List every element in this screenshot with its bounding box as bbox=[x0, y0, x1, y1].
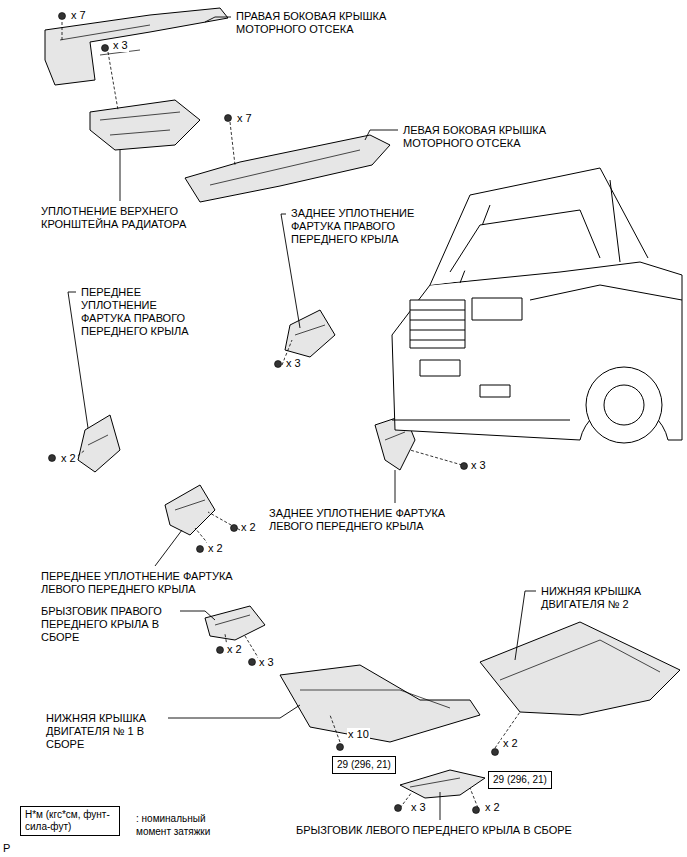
vehicle-grille bbox=[410, 300, 465, 348]
quantity-label: P bbox=[2, 842, 11, 855]
bolt-symbol bbox=[461, 463, 468, 470]
right-fender-splash-shield bbox=[205, 606, 265, 640]
part-label: НИЖНЯЯ КРЫШКА ДВИГАТЕЛЯ № 2 bbox=[540, 585, 650, 611]
quantity-label: x 2 bbox=[226, 643, 243, 656]
bolt-symbol bbox=[249, 659, 256, 666]
quantity-label: x 3 bbox=[410, 801, 427, 814]
quantity-label: x 2 bbox=[502, 737, 519, 750]
torque-box: 29 (296, 21) bbox=[488, 771, 552, 789]
quantity-label: x 3 bbox=[285, 357, 302, 370]
vehicle-headlight bbox=[472, 298, 522, 320]
vehicle-fender-line bbox=[392, 285, 682, 420]
legend-sample-box: Н*м (кгс*см, фунт-сила-фут) bbox=[20, 806, 120, 836]
vehicle-plate bbox=[420, 360, 460, 376]
bolt-symbol bbox=[49, 455, 56, 462]
bolt-symbol bbox=[492, 749, 499, 756]
part-label: ПЕРЕДНЕЕ УПЛОТНЕНИЕ ФАРТУКА ЛЕВОГО ПЕРЕД… bbox=[40, 570, 250, 596]
quantity-label: x 3 bbox=[258, 656, 275, 669]
leader-line bbox=[515, 591, 536, 660]
bolt-symbol bbox=[337, 744, 344, 751]
bolt-symbol bbox=[197, 546, 204, 553]
part-label: УПЛОТНЕНИЕ ВЕРХНЕГО КРОНШТЕЙНА РАДИАТОРА bbox=[40, 205, 200, 231]
left-side-cover bbox=[185, 135, 390, 202]
bolt-symbol bbox=[473, 807, 480, 814]
leader-line bbox=[155, 530, 182, 566]
bolt-symbol bbox=[225, 115, 232, 122]
vehicle-hood bbox=[430, 168, 648, 285]
torque-box: 29 (296, 21) bbox=[332, 756, 396, 774]
left-front-apron-seal bbox=[165, 485, 215, 535]
quantity-label: x 7 bbox=[70, 9, 87, 22]
quantity-label: x 2 bbox=[60, 452, 77, 465]
part-label: БРЫЗГОВИК ЛЕВОГО ПЕРЕДНЕГО КРЫЛА В СБОРЕ bbox=[295, 824, 675, 837]
legend-text: : номинальный момент затяжки bbox=[136, 813, 210, 837]
quantity-label: x 2 bbox=[484, 801, 501, 814]
leader-line bbox=[365, 130, 398, 140]
part-label: ЗАДНЕЕ УПЛОТНЕНИЕ ФАРТУКА ЛЕВОГО ПЕРЕДНЕ… bbox=[268, 507, 463, 533]
bolt-symbol bbox=[59, 13, 66, 20]
leader-line bbox=[205, 17, 231, 22]
leader-line bbox=[168, 705, 300, 718]
bolt-symbol bbox=[395, 805, 402, 812]
quantity-label: x 3 bbox=[470, 459, 487, 472]
leader-line bbox=[440, 792, 441, 820]
right-front-apron-seal bbox=[78, 415, 120, 472]
bolt-symbol bbox=[217, 647, 224, 654]
torque-value: 29 (296, 21) bbox=[493, 774, 547, 786]
right-rear-apron-seal bbox=[285, 310, 335, 357]
torque-value: 29 (296, 21) bbox=[337, 759, 391, 771]
engine-under-cover-2 bbox=[480, 622, 680, 715]
part-label: НИЖНЯЯ КРЫШКА ДВИГАТЕЛЯ № 1 В СБОРЕ bbox=[45, 712, 160, 751]
unit-text: Н*м (кгс*см, фунт-сила-фут) bbox=[25, 809, 115, 833]
part-label: ЛЕВАЯ БОКОВАЯ КРЫШКА МОТОРНОГО ОТСЕКА bbox=[402, 124, 567, 150]
part-label: ПЕРЕДНЕЕ УПЛОТНЕНИЕ ФАРТУКА ПРАВОГО ПЕРЕ… bbox=[80, 286, 198, 338]
vehicle-grille-bars bbox=[410, 310, 465, 340]
part-label: БРЫЗГОВИК ПРАВОГО ПЕРЕДНЕГО КРЫЛА В СБОР… bbox=[40, 605, 175, 644]
bolt-symbol bbox=[275, 361, 282, 368]
bolt-symbol bbox=[231, 525, 238, 532]
vehicle-body bbox=[392, 262, 682, 440]
bolt-symbol bbox=[102, 45, 109, 52]
engine-under-cover-1 bbox=[280, 665, 480, 742]
vehicle-wheel bbox=[586, 367, 662, 443]
quantity-label: x 2 bbox=[207, 542, 224, 555]
quantity-label: x 2 bbox=[240, 521, 257, 534]
leader-line bbox=[395, 470, 396, 503]
part-label: ЗАДНЕЕ УПЛОТНЕНИЕ ФАРТУКА ПРАВОГО ПЕРЕДН… bbox=[290, 207, 425, 246]
legend-entry: : номинальный момент затяжки bbox=[136, 812, 231, 838]
right-side-cover bbox=[45, 8, 228, 85]
leader-line bbox=[180, 611, 215, 620]
quantity-label: x 10 bbox=[347, 728, 370, 741]
quantity-label: x 7 bbox=[236, 112, 253, 125]
part-label: ПРАВАЯ БОКОВАЯ КРЫШКА МОТОРНОГО ОТСЕКА bbox=[235, 10, 405, 36]
quantity-label: x 3 bbox=[112, 39, 129, 52]
leader-line bbox=[120, 150, 121, 201]
radiator-bracket-seal bbox=[90, 100, 200, 150]
vehicle-fog-light bbox=[480, 385, 510, 397]
vehicle-engine bbox=[450, 210, 600, 272]
vehicle-wheel-hub bbox=[604, 385, 644, 425]
